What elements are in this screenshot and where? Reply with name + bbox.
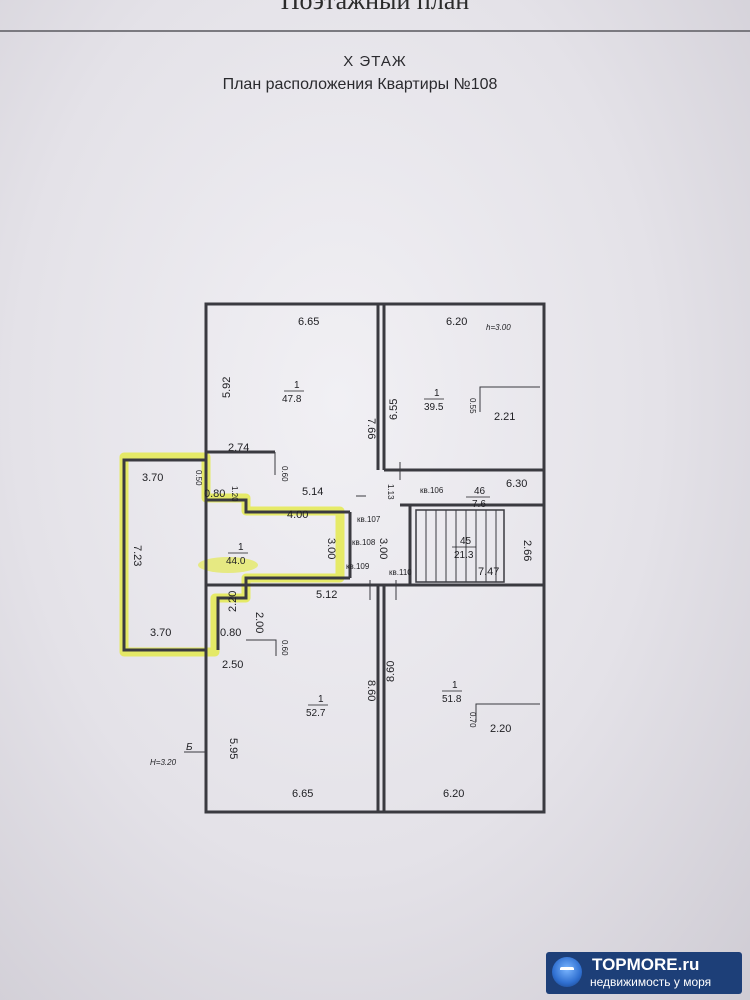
apartment-label: кв.107 [357, 515, 381, 524]
dim-label: 5.95 [227, 738, 239, 759]
dim-label: 4.00 [287, 509, 308, 521]
document-title: Поэтажный план [280, 0, 470, 15]
stair [415, 509, 505, 583]
dim-label: 2.74 [228, 442, 249, 454]
room-text: 1 [238, 542, 244, 553]
dim-label: 3.70 [142, 472, 163, 484]
room-text: 7.6 [472, 499, 486, 510]
room-label-middle-left: 1 44.0 [226, 542, 248, 567]
dim-label: 0.80 [204, 488, 225, 500]
room-text: 47.8 [282, 394, 302, 405]
dim-label: 7.66 [365, 418, 377, 439]
room-text: 52.7 [306, 708, 326, 719]
room-label-stair-hall: 45 21.3 [452, 536, 476, 561]
brand-logo-icon [552, 957, 582, 987]
room-label-bottom-left: 1 52.7 [306, 694, 328, 719]
dim-label: 0.60 [280, 640, 289, 656]
dim-label: 6.55 [388, 399, 400, 420]
title-rule [0, 30, 750, 32]
brand-watermark: TOPMORE.ru недвижимость у моря [546, 952, 742, 994]
dim-label: 7.47 [478, 566, 499, 578]
plan-line [246, 639, 277, 656]
dim-label: 2.66 [521, 540, 533, 561]
dim-label: 5.14 [302, 486, 323, 498]
apartment-label: кв.110 [389, 568, 412, 577]
dim-label: 3.00 [325, 538, 337, 559]
dim-label: 6.20 [446, 316, 467, 328]
apartment-label: кв.108 [352, 538, 376, 547]
room-label-corridor: 46 7.6 [466, 486, 490, 510]
height-label: h=3.00 [486, 323, 511, 332]
dim-label: 2.20 [227, 591, 239, 612]
room-text: 21.3 [454, 550, 474, 561]
room-text: 51.8 [442, 694, 462, 705]
dim-label: 7.23 [131, 545, 143, 566]
dim-label: 0.80 [220, 627, 241, 639]
dim-label: 5.92 [221, 377, 233, 398]
dim-label: 6.20 [443, 788, 464, 800]
dim-label: 2.20 [490, 723, 511, 735]
apartment-label: кв.106 [420, 486, 444, 495]
plan-line [475, 703, 540, 722]
room-text: 46 [474, 486, 486, 497]
dim-label: 0.50 [194, 470, 203, 486]
room-text: 1 [318, 694, 324, 705]
dim-label: 1.20 [230, 486, 239, 502]
room-text: 44.0 [226, 556, 246, 567]
room-label-bottom-right: 1 51.8 [442, 680, 462, 705]
dim-label: 6.65 [292, 788, 313, 800]
brand-tagline: недвижимость у моря [590, 975, 712, 989]
dim-label: 0.55 [468, 398, 477, 414]
plan-title: План расположения Квартиры №108 [222, 76, 498, 93]
dim-label: 6.65 [298, 316, 319, 328]
dim-label: 2.50 [222, 659, 243, 671]
dim-label: 3.70 [150, 627, 171, 639]
apartment-108-wall [204, 460, 350, 514]
apartment-label: кв.109 [346, 562, 370, 571]
room-text: 1 [434, 388, 440, 399]
room-text: 45 [460, 536, 472, 547]
dim-label: 2.21 [494, 411, 515, 423]
dim-label: 6.30 [506, 478, 527, 490]
building-outline [204, 302, 546, 814]
dim-label: 0.70 [468, 712, 477, 728]
room-label-top-left: 1 47.8 [282, 380, 304, 405]
dim-label: 3.00 [377, 538, 389, 559]
area-highlight-blob [198, 557, 258, 573]
room-label-top-right: 1 39.5 [424, 388, 444, 413]
section-marker: Б [186, 742, 193, 753]
dim-label: 8.60 [385, 661, 397, 682]
brand-name: TOPMORE.ru [592, 955, 700, 974]
dim-label: 0.60 [280, 466, 289, 482]
floor-label: Х ЭТАЖ [343, 53, 407, 70]
dim-label: 8.60 [365, 680, 377, 701]
dim-label: 1.13 [386, 484, 395, 500]
plan-line [479, 386, 540, 412]
apartment-108-wall [216, 576, 350, 650]
room-text: 1 [294, 380, 300, 391]
room-text: 39.5 [424, 402, 444, 413]
apartment-108-wall [122, 458, 206, 652]
height-label: H=3.20 [150, 758, 177, 767]
dim-label: 2.00 [253, 612, 265, 633]
dim-label: 5.12 [316, 589, 337, 601]
room-text: 1 [452, 680, 458, 691]
